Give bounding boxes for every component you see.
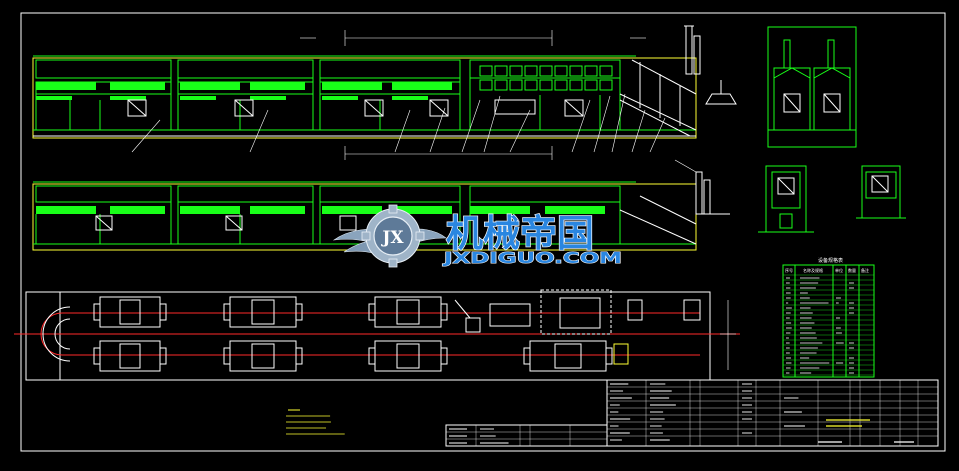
watermark-en: JXDIGUO.COM bbox=[442, 249, 622, 267]
section-view-c[interactable] bbox=[856, 165, 906, 219]
section-view-b[interactable] bbox=[758, 165, 814, 233]
parts-header-no: 序号 bbox=[785, 267, 793, 273]
parts-table-title: 设备规格表 bbox=[818, 257, 843, 264]
elevation-view-top[interactable] bbox=[32, 25, 737, 160]
parts-header-note: 备注 bbox=[861, 267, 869, 273]
parts-header-name: 名称及规格 bbox=[803, 267, 823, 273]
gear-badge-icon: JX bbox=[361, 204, 425, 268]
plan-tank-units bbox=[93, 296, 613, 372]
plan-view[interactable] bbox=[14, 289, 740, 381]
watermark-cn: 机械帝国 bbox=[446, 212, 594, 255]
watermark-logo: JX 机械帝国 JXDIGUO.COM bbox=[332, 204, 623, 268]
watermark-badge: JX bbox=[380, 228, 404, 248]
sheet-border bbox=[20, 12, 946, 452]
section-view-a[interactable] bbox=[767, 26, 857, 148]
parts-header-unit: 单位 bbox=[835, 267, 843, 273]
parts-header-qty: 数量 bbox=[848, 267, 856, 273]
title-block[interactable] bbox=[445, 379, 939, 447]
technical-notes bbox=[286, 409, 345, 435]
parts-table[interactable]: 设备规格表 序号 名称及规格 单位 数量 备注 bbox=[782, 257, 875, 378]
